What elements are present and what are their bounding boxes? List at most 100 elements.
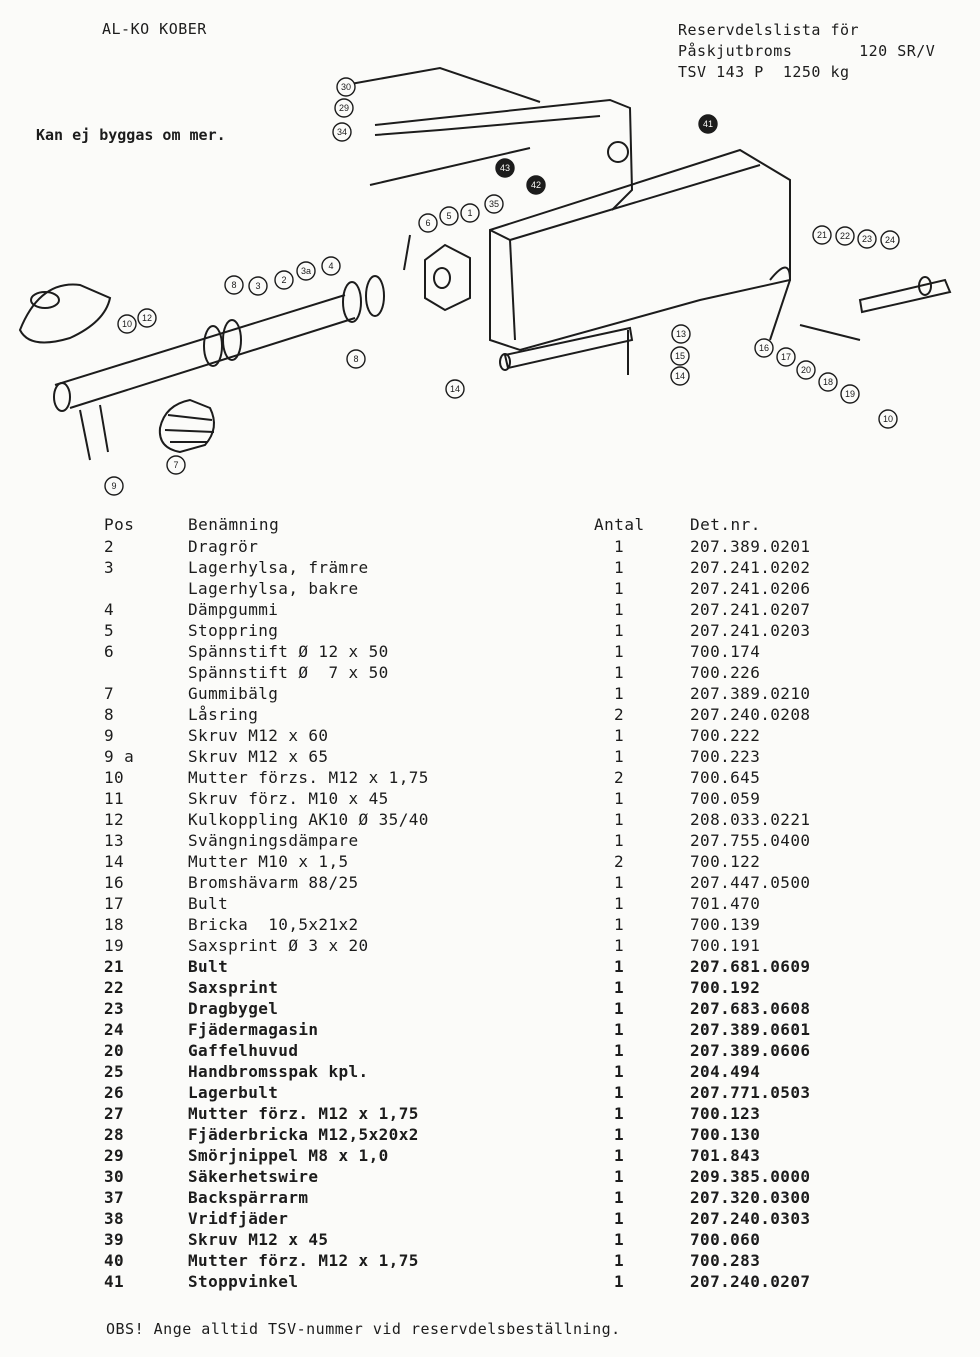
rubber-bellows (158, 398, 215, 454)
diagram-callout: 7 (166, 455, 186, 475)
cell-pos: 14 (104, 852, 125, 871)
svg-text:1: 1 (467, 208, 472, 218)
diagram-callout: 19 (840, 384, 860, 404)
cell-qty: 1 (614, 1083, 625, 1102)
svg-text:14: 14 (450, 384, 460, 394)
cell-pos: 7 (104, 684, 115, 703)
diagram-callout: 30 (336, 77, 356, 97)
diagram-callout: 6 (418, 213, 438, 233)
cell-qty: 1 (614, 1041, 625, 1060)
svg-text:41: 41 (703, 119, 713, 129)
stop-block (424, 243, 471, 312)
cell-det: 207.447.0500 (690, 873, 811, 892)
cell-pos: 17 (104, 894, 125, 913)
cell-qty: 1 (614, 1020, 625, 1039)
header-title-line3: TSV 143 P 1250 kg (678, 63, 850, 81)
cell-name: Dämpgummi (188, 600, 279, 619)
cell-qty: 1 (614, 558, 625, 577)
svg-text:30: 30 (341, 82, 351, 92)
cell-det: 207.241.0202 (690, 558, 811, 577)
diagram-callout: 10 (878, 409, 898, 429)
cell-det: 207.241.0207 (690, 600, 811, 619)
svg-text:6: 6 (425, 218, 430, 228)
cell-qty: 1 (614, 642, 625, 661)
cell-det: 700.283 (690, 1251, 761, 1270)
cell-det: 209.385.0000 (690, 1167, 811, 1186)
cell-pos: 8 (104, 705, 115, 724)
cell-name: Spännstift Ø 7 x 50 (188, 663, 389, 682)
diagram-callout: 24 (880, 230, 900, 250)
cell-qty: 1 (614, 1209, 625, 1228)
draw-tube (53, 294, 356, 412)
cell-pos: 13 (104, 831, 125, 850)
coupling-housing (489, 148, 791, 352)
cell-pos: 39 (104, 1230, 125, 1249)
cell-det: 207.241.0206 (690, 579, 811, 598)
cell-det: 700.222 (690, 726, 761, 745)
cell-pos: 24 (104, 1020, 125, 1039)
cell-det: 207.389.0606 (690, 1041, 811, 1060)
svg-text:29: 29 (339, 103, 349, 113)
cell-det: 208.033.0221 (690, 810, 811, 829)
cell-qty: 2 (614, 705, 625, 724)
cell-det: 700.191 (690, 936, 761, 955)
cell-det: 207.683.0608 (690, 999, 811, 1018)
cell-name: Spännstift Ø 12 x 50 (188, 642, 389, 661)
cell-name: Dragbygel (188, 999, 279, 1018)
diagram-callout: 17 (776, 347, 796, 367)
cell-det: 207.771.0503 (690, 1083, 811, 1102)
shock-absorber (499, 326, 634, 371)
cell-name: Mutter förzs. M12 x 1,75 (188, 768, 429, 787)
cell-det: 700.130 (690, 1125, 761, 1144)
cell-det: 700.192 (690, 978, 761, 997)
cell-pos: 22 (104, 978, 125, 997)
svg-text:16: 16 (759, 343, 769, 353)
bearing-rings (203, 275, 385, 367)
cell-qty: 1 (614, 537, 625, 556)
cell-det: 207.389.0210 (690, 684, 811, 703)
column-header-pos: Pos (104, 515, 135, 534)
cell-det: 700.060 (690, 1230, 761, 1249)
svg-text:12: 12 (142, 313, 152, 323)
cell-qty: 1 (614, 684, 625, 703)
cell-name: Mutter förz. M12 x 1,75 (188, 1251, 419, 1270)
diagram-callout: 12 (137, 308, 157, 328)
cell-pos: 10 (104, 768, 125, 787)
cell-name: Bromshävarm 88/25 (188, 873, 359, 892)
diagram-callout: 15 (670, 346, 690, 366)
diagram-callout: 20 (796, 360, 816, 380)
cell-name: Lagerhylsa, bakre (188, 579, 359, 598)
cell-name: Handbromsspak kpl. (188, 1062, 369, 1081)
cell-det: 700.123 (690, 1104, 761, 1123)
cell-name: Fjäderbricka M12,5x20x2 (188, 1125, 419, 1144)
diagram-callout: 34 (332, 122, 352, 142)
cell-pos: 9 a (104, 747, 135, 766)
cell-pos: 2 (104, 537, 115, 556)
diagram-callout: 42 (526, 175, 546, 195)
diagram-callout: 14 (670, 366, 690, 386)
svg-text:2: 2 (281, 275, 286, 285)
cell-pos: 18 (104, 915, 125, 934)
cell-qty: 1 (614, 957, 625, 976)
cell-pos: 27 (104, 1104, 125, 1123)
cell-det: 207.240.0208 (690, 705, 811, 724)
svg-text:8: 8 (231, 280, 236, 290)
footer-note: OBS! Ange alltid TSV-nummer vid reservde… (106, 1320, 621, 1338)
svg-text:24: 24 (885, 235, 895, 245)
cell-pos: 30 (104, 1167, 125, 1186)
cell-name: Fjädermagasin (188, 1020, 319, 1039)
brake-linkage (769, 266, 952, 341)
svg-text:5: 5 (446, 211, 451, 221)
cell-name: Backspärrarm (188, 1188, 309, 1207)
cell-name: Bricka 10,5x21x2 (188, 915, 359, 934)
diagram-callout: 13 (671, 324, 691, 344)
cell-pos: 38 (104, 1209, 125, 1228)
cell-name: Gaffelhuvud (188, 1041, 299, 1060)
